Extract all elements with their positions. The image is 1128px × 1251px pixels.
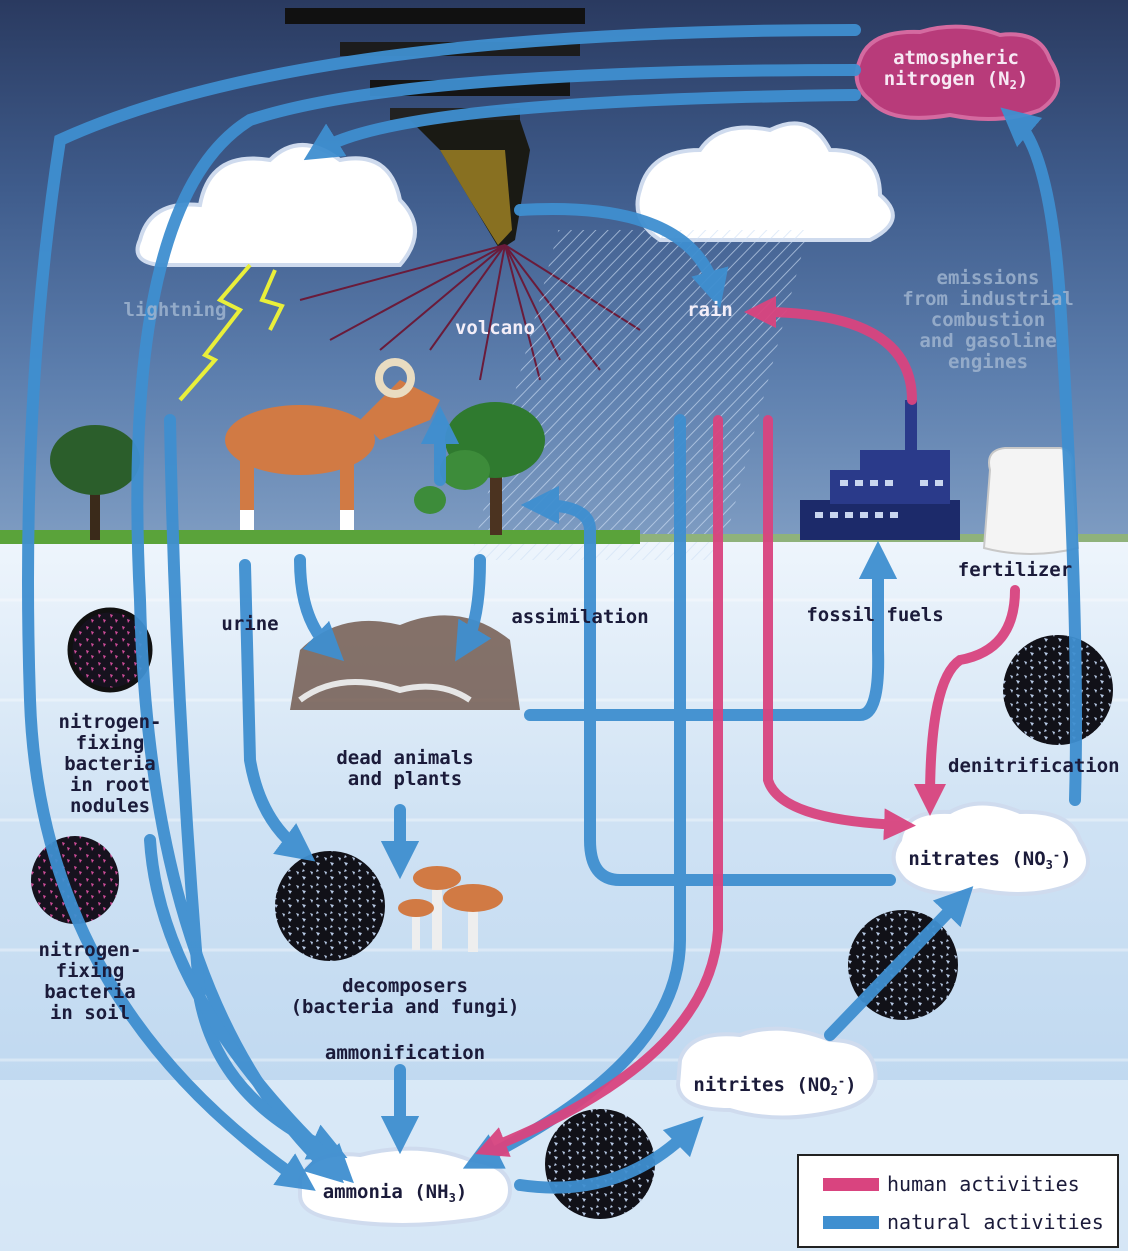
lightning-label: lightning	[110, 300, 240, 321]
legend-human: human activities	[823, 1172, 1080, 1196]
emissions-label: emissions from industrial combustion and…	[868, 268, 1108, 373]
legend-natural-swatch	[823, 1216, 879, 1229]
legend: human activities natural activities	[797, 1154, 1119, 1248]
volcano-label: volcano	[440, 318, 550, 339]
nitrates-label: nitrates (NO3-)	[905, 845, 1075, 876]
legend-natural: natural activities	[823, 1210, 1104, 1234]
atmospheric-nitrogen-label: atmospheric nitrogen (N2)	[866, 48, 1046, 96]
ammonification-label: ammonification	[295, 1043, 515, 1064]
nitrogen-fixing-soil-label: nitrogen- fixing bacteria in soil	[25, 940, 155, 1024]
nitrogen-fixing-root-label: nitrogen- fixing bacteria in root nodule…	[50, 712, 170, 817]
assimilation-label: assimilation	[495, 607, 665, 628]
fossil-fuels-label: fossil fuels	[795, 605, 955, 626]
legend-human-label: human activities	[887, 1172, 1080, 1196]
fertilizer-label: fertilizer	[945, 560, 1085, 581]
ammonia-label: ammonia (NH3)	[305, 1182, 485, 1209]
legend-human-swatch	[823, 1178, 879, 1191]
nitrites-label: nitrites (NO2-)	[685, 1071, 865, 1102]
urine-label: urine	[205, 614, 295, 635]
legend-natural-label: natural activities	[887, 1210, 1104, 1234]
rain-label: rain	[670, 300, 750, 321]
denitrification-label: denitrification	[948, 756, 1118, 777]
dead-animals-label: dead animals and plants	[310, 748, 500, 790]
decomposers-label: decomposers (bacteria and fungi)	[280, 976, 530, 1018]
